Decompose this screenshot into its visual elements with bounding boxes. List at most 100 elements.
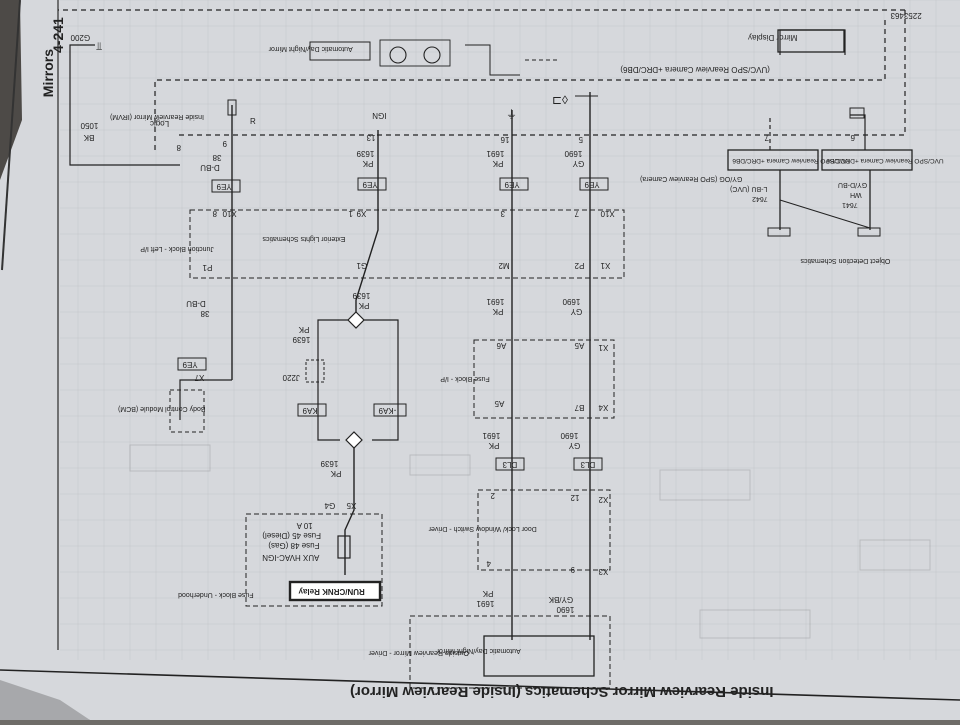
connector-ye9-2-label: YE9: [182, 360, 198, 369]
wh-label: WH: [850, 191, 862, 198]
connector-ye9-2: [177, 357, 207, 371]
auto-dimming-mirror-bottom: [483, 635, 595, 677]
doc-code: 2253463: [890, 11, 922, 20]
fuse-block-underhood-box: [245, 513, 383, 607]
connector-ka9b: [373, 403, 407, 417]
splice-diamond-top: [347, 311, 365, 329]
camera-icon: [849, 107, 865, 119]
footer-title: Inside Rearview Mirror Schematics (Insid…: [350, 683, 774, 700]
junction-block-dashed: [189, 209, 625, 279]
pin-16: 16: [500, 135, 509, 144]
w1050-label: 1050: [80, 121, 98, 130]
connector-ye9-1-label: YE9: [216, 182, 232, 191]
g4-label: G4: [324, 501, 335, 510]
splice-diamond-bottom: [345, 431, 363, 449]
p2-label: P2: [574, 261, 584, 270]
pin-12: 12: [570, 493, 579, 502]
fuse-symbol: [337, 535, 351, 559]
camera-box-right-label: UVC/SPO Rearview Camera +DRC/DB6: [826, 157, 944, 164]
connector-ye9-5: [579, 177, 609, 191]
exterior-lights-label: Exterior Lights Schematics: [262, 235, 345, 242]
m2-label: M2: [498, 261, 510, 270]
pk-label-7: PK: [488, 441, 499, 450]
dbu-label-2: D-BU: [186, 299, 206, 308]
connector-ye9-1: [211, 179, 241, 193]
x1-label-2: X1: [598, 343, 608, 352]
bcm-label: Body Control Module (BCM): [118, 405, 206, 412]
connector-ka9-label: KA9: [302, 406, 318, 415]
logic-label: Logic: [150, 119, 169, 128]
w7642-label: 7642: [752, 195, 768, 202]
gy-label-3: GY: [568, 441, 580, 450]
x10-label-1: X10: [222, 209, 237, 218]
pk-label-8: PK: [482, 589, 493, 598]
w1691-label-2: 1691: [486, 297, 504, 306]
x7-label: X7: [194, 373, 204, 382]
outside-mirror-dashed: [409, 615, 611, 689]
connector-ye9-3-label: YE9: [362, 180, 378, 189]
fuse48-label: Fuse 48 (Gas): [268, 541, 319, 550]
w1690-label-3: 1690: [560, 431, 578, 440]
j220-label: J220: [282, 373, 300, 382]
pk-label-2: PK: [358, 301, 369, 310]
bk-label: BK: [83, 133, 94, 142]
pin-13: 13: [366, 133, 375, 142]
connector-dl3-2-label: DL3: [580, 460, 595, 469]
pin-9-x3: 9: [570, 565, 575, 574]
bcm-box: [169, 389, 205, 433]
pin-7-x10: 7: [574, 209, 579, 218]
connector-dl3-1: [495, 457, 525, 471]
ground-symbol: ⫫: [96, 41, 102, 53]
w38-label-2: 38: [200, 309, 209, 318]
camera-box-left-label: UVC/SPO Rearview Camera +DRC/DB6: [732, 157, 850, 164]
a5-label-2: A5: [574, 341, 584, 350]
auto-dimming-mirror-top: [309, 41, 371, 61]
mirror-display-label: Mirror Display: [748, 33, 797, 42]
fuse-top-symbol: [227, 99, 237, 116]
connector-ka9: [297, 403, 327, 417]
connector-dl3-2: [573, 457, 603, 471]
r-label: R: [250, 117, 256, 126]
lbu-uvc-label: L-BU (UVC): [730, 185, 767, 192]
x5-label: X5: [346, 501, 356, 510]
w1639-label-1: 1639: [356, 149, 374, 158]
aux-hvac-ign-label: AUX HVAC-IGN: [262, 553, 319, 562]
ghost-bleed-through: [129, 444, 931, 639]
lamp-icon-1: [389, 46, 407, 64]
connector-ye9-5-label: YE9: [584, 180, 600, 189]
fuse45-label: Fuse 45 (Diesel): [262, 531, 321, 540]
irvm-label: Inside Rearview Mirror (IRVM): [110, 113, 204, 120]
pk-label-5: PK: [492, 159, 503, 168]
x9-label: X9: [356, 209, 366, 218]
w1690-label-4: 1690: [556, 605, 574, 614]
gy-label-2: GY: [570, 307, 582, 316]
pin-2: 2: [490, 491, 495, 500]
connector-ye9-3: [357, 177, 387, 191]
camera-box-left: [727, 149, 819, 171]
auto-dimming-mirror-top-label: Automatic Day/Night Mirror: [268, 45, 353, 52]
w7641-label: 7641: [842, 201, 858, 208]
pin-8-x10: 8: [212, 209, 217, 218]
dbu-label-1: D-BU: [200, 163, 220, 172]
pin-1-x9: 1: [348, 209, 353, 218]
x2-label: X2: [598, 495, 608, 504]
gydbu-label: GY/D-BU: [838, 181, 867, 188]
pin-7-camera: 7: [764, 133, 769, 142]
run-crank-relay-label: RUN/CRNK Relay: [298, 587, 365, 596]
w1690-label-2: 1690: [562, 297, 580, 306]
lamp-icon-3: ⊏◊: [552, 93, 568, 107]
door-switch-label: Door Lock/ Window Switch - Driver: [428, 525, 537, 532]
connector-ye9-4: [499, 177, 529, 191]
w38-label-1: 38: [212, 153, 221, 162]
w1691-label-3: 1691: [482, 431, 500, 440]
object-detection-label: Object Detection Schematics: [800, 257, 890, 264]
gy-label-1: GY: [572, 159, 584, 168]
pin-6-camera: 6: [850, 133, 855, 142]
run-crank-relay-box: [288, 580, 382, 602]
outside-mirror-label: Outside Rearview Mirror - Driver: [368, 649, 469, 656]
mirror-display-box: [777, 29, 845, 53]
x10-label-2: X10: [600, 209, 615, 218]
w1639-label-4: 1639: [320, 459, 338, 468]
object-detection-connector-right: [857, 227, 881, 237]
x4-label: X4: [598, 403, 608, 412]
